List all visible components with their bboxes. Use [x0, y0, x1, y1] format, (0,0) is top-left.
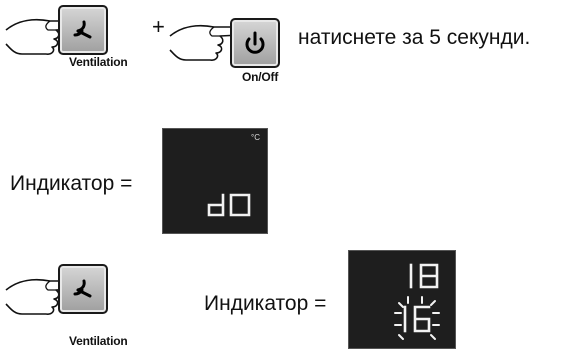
seven-segment-code	[207, 193, 251, 217]
onoff-caption: On/Off	[242, 70, 279, 84]
power-icon	[245, 31, 265, 54]
display-panel	[348, 250, 456, 349]
instruction-text: натиснете за 5 секунди.	[298, 26, 531, 49]
fan-icon	[73, 279, 92, 298]
onoff-button[interactable]	[230, 18, 280, 68]
ventilation-caption: Ventilation	[69, 334, 128, 348]
seven-segment-blinking	[394, 296, 440, 340]
plus-sign: +	[152, 14, 165, 39]
ventilation-caption: Ventilation	[69, 55, 128, 69]
fan-icon	[73, 20, 92, 39]
celsius-unit: °C	[251, 133, 260, 142]
indicator-label: Индикатор =	[10, 172, 133, 195]
indicator-label: Индикатор =	[204, 292, 327, 315]
seven-segment-top	[409, 263, 439, 289]
ventilation-button[interactable]	[58, 5, 108, 55]
display-panel: °C	[162, 128, 268, 234]
ventilation-button[interactable]	[58, 264, 108, 314]
